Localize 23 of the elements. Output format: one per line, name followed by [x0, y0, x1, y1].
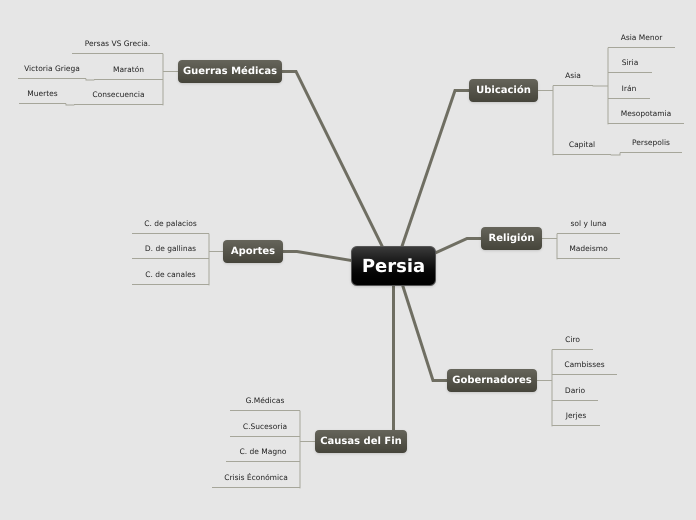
connector-line — [208, 251, 224, 286]
connector-line — [162, 71, 178, 106]
topic-box: Guerras Médicas — [178, 60, 282, 83]
branch-line — [280, 70, 384, 248]
central-topic: Persia — [351, 246, 436, 286]
branch-line — [282, 250, 352, 262]
topic-box: Causas del Fin — [315, 430, 407, 453]
connector-line — [542, 238, 558, 260]
branch-line — [434, 237, 482, 254]
connector-line — [592, 86, 608, 124]
connector-line — [536, 380, 552, 426]
branch-line — [392, 284, 395, 432]
connector-line — [300, 441, 316, 488]
topic-box: Aportes — [223, 240, 283, 263]
branch-line — [401, 284, 448, 382]
branch-line — [400, 89, 470, 248]
connector-line — [86, 78, 94, 80]
connector-line — [66, 104, 74, 106]
topic-box: Ubicación — [469, 79, 538, 102]
connector-line — [610, 152, 620, 156]
connector-line — [538, 90, 554, 156]
topic-box: Religión — [481, 227, 542, 250]
topic-box: Gobernadores — [447, 369, 537, 392]
